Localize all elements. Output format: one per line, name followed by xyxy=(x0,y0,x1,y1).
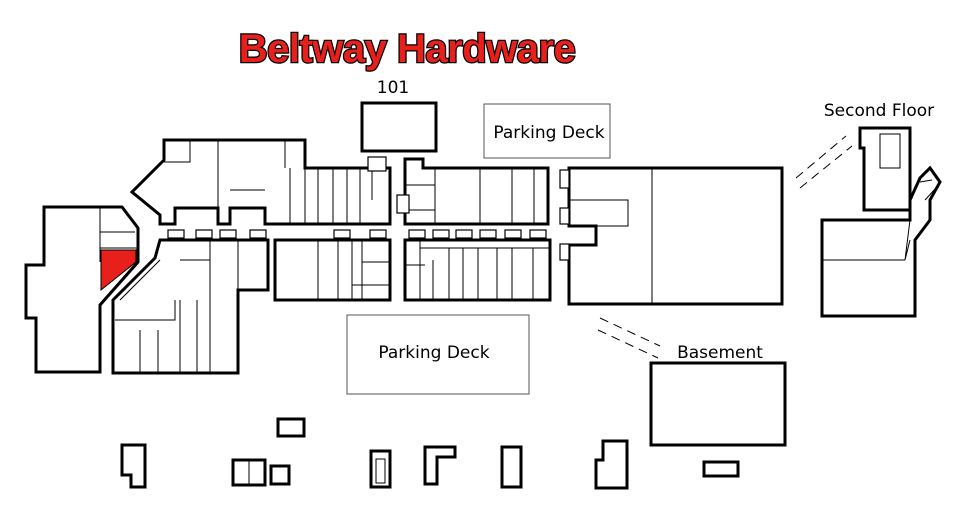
parking-deck-south xyxy=(346,314,530,395)
basement-label: Basement xyxy=(677,343,763,363)
central-lower-wing[interactable] xyxy=(403,238,552,302)
parking-deck-north-label: Parking Deck xyxy=(493,123,604,143)
second-floor-upper[interactable] xyxy=(858,126,912,212)
second-floor-lower[interactable] xyxy=(820,165,942,318)
highlighted-store-beltway-hardware[interactable] xyxy=(100,249,137,292)
basement-connector-dashes xyxy=(597,317,661,359)
map-title: Beltway Hardware xyxy=(239,27,576,71)
west-anchor-store[interactable] xyxy=(24,205,140,374)
parking-deck-south-label: Parking Deck xyxy=(378,343,489,363)
corridor-kiosks xyxy=(167,229,547,239)
unit-101[interactable] xyxy=(360,101,438,153)
parking-deck-north xyxy=(483,103,611,159)
central-upper-wing[interactable] xyxy=(396,157,550,226)
west-central-lower-wing[interactable] xyxy=(273,238,392,302)
east-anchor-store[interactable] xyxy=(559,166,784,306)
unit-101-label: 101 xyxy=(377,78,409,98)
second-floor-connector-dashes xyxy=(795,135,853,189)
outparcel-buildings[interactable] xyxy=(120,417,740,490)
second-floor-label: Second Floor xyxy=(824,101,934,121)
west-upper-wing[interactable] xyxy=(129,138,392,226)
basement-store[interactable] xyxy=(649,361,787,447)
west-lower-wing[interactable] xyxy=(111,238,270,375)
